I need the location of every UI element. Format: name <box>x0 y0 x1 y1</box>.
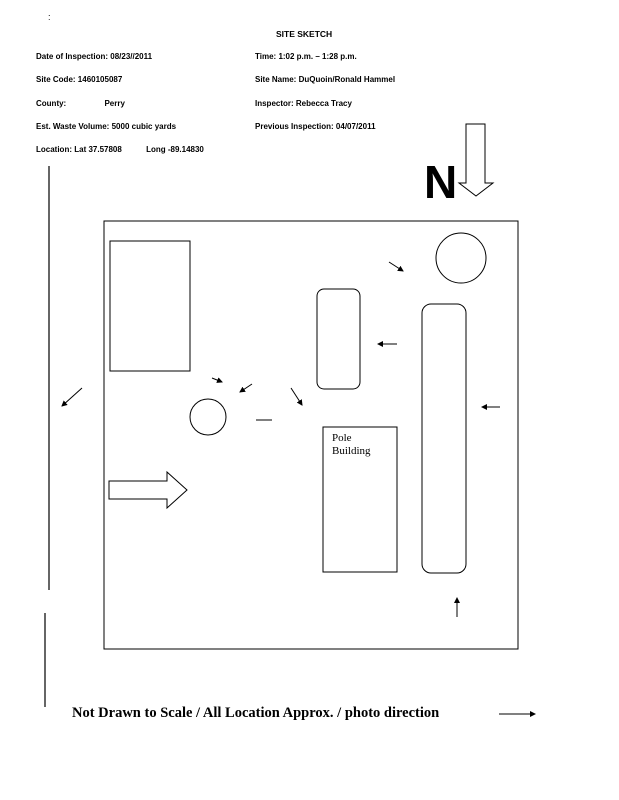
rounded-shed <box>316 288 361 390</box>
site-name-label: Site Name: <box>255 75 297 84</box>
photo-arrow-7 <box>61 387 83 407</box>
photo-arrow-1 <box>388 261 404 272</box>
county-label: County: <box>36 99 67 108</box>
county: County: Perry <box>36 99 125 109</box>
location: Location: Lat 37.57808 Long -89.14830 <box>36 145 204 155</box>
waste-value: 5000 cubic yards <box>111 122 177 131</box>
pole-building-label-line2: Building <box>332 445 371 457</box>
tank-circle-large <box>435 232 487 284</box>
pole-building <box>322 426 398 573</box>
date-of-inspection: Date of Inspection: 08/23//2011 <box>36 52 152 62</box>
site-code-value: 1460105087 <box>77 75 123 84</box>
date-value: 08/23//2011 <box>110 52 153 61</box>
property-boundary <box>103 220 519 650</box>
storage-building <box>109 240 191 372</box>
site-code: Site Code: 1460105087 <box>36 75 122 85</box>
previous-inspection: Previous Inspection: 04/07/2011 <box>255 122 376 132</box>
lat-value: Lat 37.57808 <box>74 145 122 154</box>
photo-arrow-6 <box>211 377 223 383</box>
date-label: Date of Inspection: <box>36 52 109 61</box>
time-label: Time: <box>255 52 277 61</box>
inspector: Inspector: Rebecca Tracy <box>255 99 352 109</box>
inspector-label: Inspector: <box>255 99 294 108</box>
county-value: Perry <box>104 99 125 108</box>
site-name: Site Name: DuQuoin/Ronald Hammel <box>255 75 395 85</box>
long-value: Long -89.14830 <box>146 145 204 154</box>
site-name-value: DuQuoin/Ronald Hammel <box>298 75 396 84</box>
waste-label: Est. Waste Volume: <box>36 122 110 131</box>
entrance-arrow-icon <box>108 470 188 510</box>
photo-arrow-4 <box>290 387 303 406</box>
time-of-inspection: Time: 1:02 p.m. – 1:28 p.m. <box>255 52 357 62</box>
long-building <box>421 303 467 574</box>
stray-tick-mark: : <box>48 12 51 22</box>
time-value: 1:02 p.m. – 1:28 p.m. <box>278 52 357 61</box>
prev-value: 04/07/2011 <box>335 122 376 131</box>
pole-building-label: Pole Building <box>332 432 371 458</box>
inspector-value: Rebecca Tracy <box>295 99 352 108</box>
footer-note: Not Drawn to Scale / All Location Approx… <box>72 705 440 721</box>
waste-volume: Est. Waste Volume: 5000 cubic yards <box>36 122 176 132</box>
prev-label: Previous Inspection: <box>255 122 334 131</box>
tank-circle-small <box>189 398 227 436</box>
north-label: N <box>424 156 458 208</box>
site-code-label: Site Code: <box>36 75 76 84</box>
north-arrow-icon <box>457 123 495 197</box>
location-label: Location: <box>36 145 72 154</box>
page-title: SITE SKETCH <box>276 29 333 39</box>
photo-arrow-5 <box>239 383 253 393</box>
pole-building-label-line1: Pole <box>332 432 352 444</box>
